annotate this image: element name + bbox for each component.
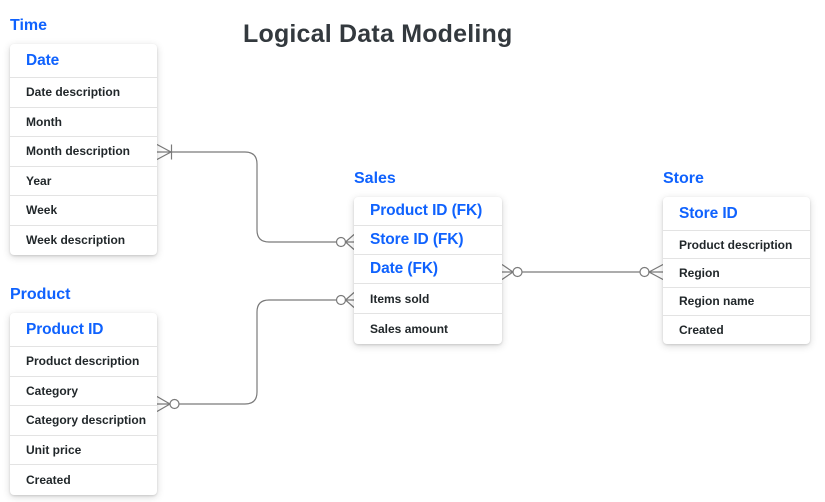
connector-line (157, 299, 337, 405)
field-row: Unit price (10, 436, 157, 466)
field-row: Created (10, 465, 157, 495)
field-label: Unit price (26, 443, 82, 458)
entity-product-card: Product ID Product description Category … (10, 313, 157, 495)
field-row-key: Date (FK) (354, 255, 502, 284)
entity-product-title: Product (10, 286, 71, 303)
field-label: Product ID (26, 320, 104, 338)
crows-foot-many-icon (647, 263, 664, 281)
field-row: Region name (663, 288, 810, 316)
cardinality-zero-circle-icon (335, 236, 347, 248)
entity-time-card: Date Date description Month Month descri… (10, 44, 157, 255)
field-row: Created (663, 316, 810, 344)
connector-line (157, 151, 337, 243)
entity-sales-title: Sales (354, 170, 396, 187)
field-label: Product description (26, 354, 140, 369)
cardinality-zero-circle-icon (639, 266, 650, 278)
field-label: Date description (26, 85, 121, 100)
field-row-key: Product ID (FK) (354, 197, 502, 226)
entity-store: Store Store ID Product description Regio… (663, 169, 810, 344)
cardinality-zero-circle-icon (512, 266, 523, 278)
field-label: Store ID (FK) (370, 231, 464, 248)
entity-time: Time Date Date description Month Month d… (10, 16, 157, 255)
connector-time-sales (156, 143, 355, 250)
field-label: Category (26, 383, 79, 398)
field-row-key: Date (10, 44, 157, 78)
field-label: Date (FK) (370, 260, 438, 277)
field-label: Sales amount (370, 322, 449, 336)
field-row: Week (10, 196, 157, 226)
crows-foot-many-icon (344, 292, 355, 308)
field-label: Month (26, 114, 62, 129)
field-row: Product description (663, 231, 810, 260)
crows-foot-many-icon (344, 234, 355, 250)
entity-sales: Sales Product ID (FK) Store ID (FK) Date… (354, 169, 502, 344)
connector-product-sales (156, 292, 355, 413)
field-label: Items sold (370, 291, 430, 306)
field-row-key: Product ID (10, 313, 157, 347)
field-label: Created (679, 322, 724, 337)
field-row: Items sold (354, 284, 502, 314)
field-label: Region (679, 265, 720, 280)
field-row: Week description (10, 226, 157, 256)
field-label: Year (26, 173, 52, 188)
connector-sales-store (501, 263, 664, 281)
field-label: Store ID (679, 204, 738, 222)
cardinality-zero-circle-icon (335, 294, 347, 306)
field-label: Week description (26, 233, 126, 248)
entity-sales-card: Product ID (FK) Store ID (FK) Date (FK) … (354, 197, 502, 344)
entity-store-title: Store (663, 170, 704, 187)
field-row-key: Store ID (663, 197, 810, 231)
field-row: Year (10, 167, 157, 196)
field-label: Category description (26, 413, 147, 428)
field-label: Month description (26, 144, 130, 159)
field-row: Month description (10, 137, 157, 167)
entity-store-card: Store ID Product description Region Regi… (663, 197, 810, 344)
field-row: Region (663, 259, 810, 288)
field-label: Date (26, 51, 60, 69)
field-row: Product description (10, 347, 157, 377)
field-row-key: Store ID (FK) (354, 226, 502, 255)
field-label: Week (26, 203, 58, 218)
field-row: Category description (10, 406, 157, 436)
entity-product: Product Product ID Product description C… (10, 285, 157, 495)
field-label: Created (26, 473, 71, 488)
field-label: Product description (679, 237, 793, 252)
field-label: Region name (679, 294, 755, 309)
diagram-title: Logical Data Modeling (243, 20, 513, 48)
field-row: Sales amount (354, 314, 502, 344)
field-row: Category (10, 377, 157, 407)
field-label: Product ID (FK) (370, 202, 483, 219)
entity-time-title: Time (10, 17, 48, 34)
field-row: Date description (10, 78, 157, 108)
cardinality-zero-circle-icon (169, 398, 180, 410)
field-row: Month (10, 108, 157, 137)
